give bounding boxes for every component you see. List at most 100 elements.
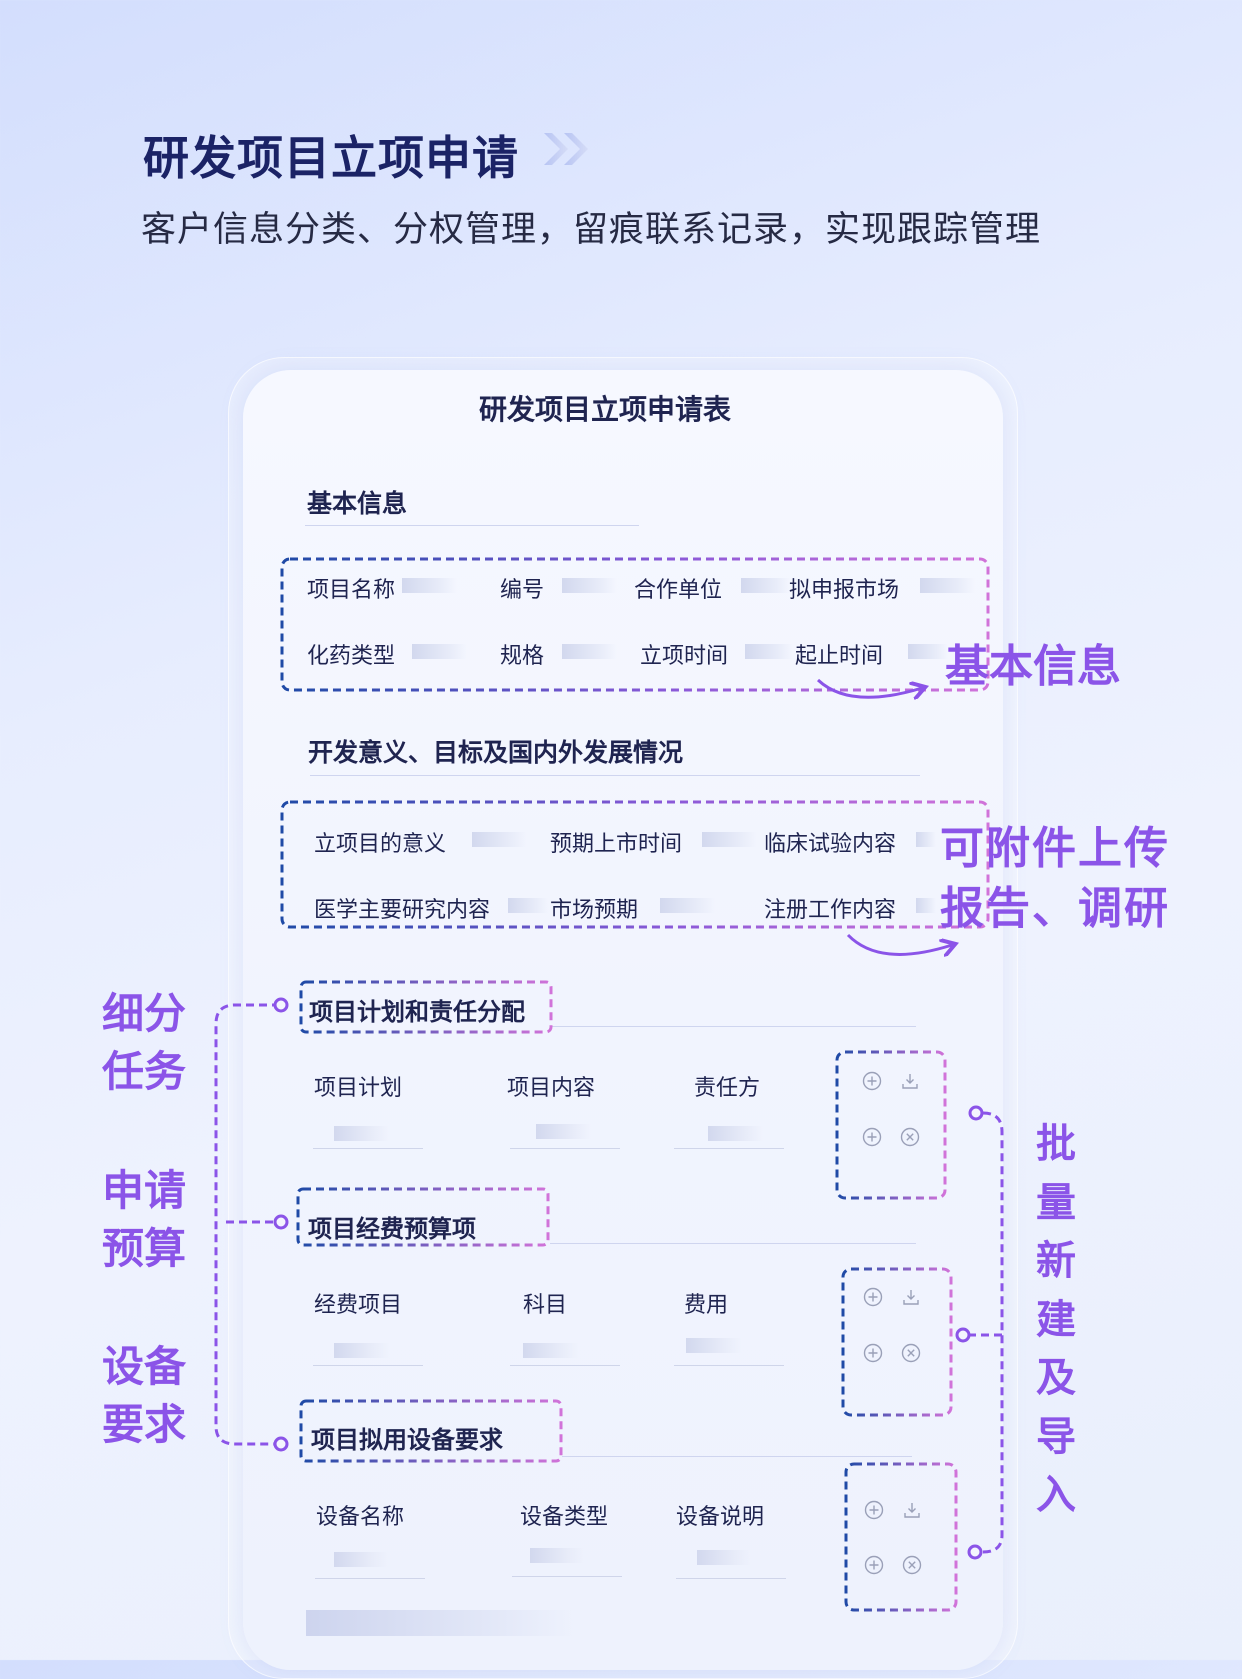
field-value-placeholder[interactable] (741, 578, 791, 593)
close-circle-icon[interactable] (900, 1127, 920, 1147)
field-label: 临床试验内容 (764, 832, 897, 857)
download-icon[interactable] (901, 1287, 921, 1307)
download-icon[interactable] (902, 1500, 922, 1520)
basic-info-dashed-box (280, 557, 990, 692)
cell-underline (313, 1148, 423, 1149)
field-label: 拟申报市场 (789, 578, 900, 603)
plan-heading-dashed-box (299, 980, 553, 1034)
field-value-placeholder[interactable] (920, 578, 975, 593)
cell-underline (676, 1578, 786, 1579)
attach-arrow (846, 933, 952, 954)
close-circle-icon[interactable] (901, 1343, 921, 1363)
column-header: 设备类型 (520, 1505, 609, 1530)
field-value-placeholder[interactable] (702, 832, 757, 847)
plus-circle-icon[interactable] (862, 1127, 882, 1147)
section-budget-heading: 项目经费预算项 (308, 1215, 476, 1243)
section-equipment-heading: 项目拟用设备要求 (311, 1426, 503, 1454)
section-dev-rule (310, 775, 920, 776)
field-label: 预期上市时间 (550, 832, 683, 857)
basic-info-arrow (816, 678, 922, 697)
section-plan-heading: 项目计划和责任分配 (309, 998, 525, 1026)
cell-value-placeholder[interactable] (334, 1126, 389, 1141)
left-bracket-connector (214, 1003, 280, 1446)
field-label: 立项时间 (640, 644, 729, 669)
cell-underline (313, 1365, 423, 1366)
field-value-placeholder[interactable] (508, 898, 548, 913)
section-basic-heading: 基本信息 (307, 489, 408, 518)
cell-value-placeholder[interactable] (334, 1343, 389, 1358)
equipment-actions-dashed-box (844, 1462, 958, 1612)
dev-dashed-box (280, 800, 990, 929)
plus-circle-icon[interactable] (864, 1500, 884, 1520)
form-title: 研发项目立项申请表 (478, 393, 731, 426)
plus-circle-icon[interactable] (862, 1071, 882, 1091)
download-icon[interactable] (900, 1071, 920, 1091)
plus-circle-icon[interactable] (863, 1287, 883, 1307)
plus-circle-icon[interactable] (863, 1343, 883, 1363)
plus-circle-icon[interactable] (864, 1555, 884, 1575)
annotation-equipment: 设备要求 (102, 1342, 187, 1449)
hero-title: 研发项目立项申请 (143, 131, 519, 185)
section-equipment-rule (562, 1456, 912, 1457)
cell-value-placeholder[interactable] (523, 1343, 578, 1358)
cell-value-placeholder[interactable] (530, 1548, 585, 1563)
bottom-placeholder-bar (306, 1610, 576, 1636)
field-value-placeholder[interactable] (562, 644, 617, 659)
field-value-placeholder[interactable] (916, 832, 936, 847)
equipment-heading-dashed-box (299, 1399, 563, 1463)
form-card (243, 370, 1003, 1670)
annotation-task: 细分任务 (102, 989, 187, 1096)
cell-underline (674, 1365, 784, 1366)
field-label: 医学主要研究内容 (314, 898, 491, 923)
field-value-placeholder[interactable] (908, 644, 948, 659)
annotation-batch: 批 量 新 建 及 导 入 (1036, 1121, 1076, 1518)
field-label: 化药类型 (307, 644, 396, 669)
budget-heading-dashed-box (296, 1187, 550, 1247)
cell-value-placeholder[interactable] (536, 1124, 591, 1139)
right-bracket-connector (982, 1111, 1004, 1554)
cell-underline (315, 1578, 425, 1579)
field-value-placeholder[interactable] (660, 898, 715, 913)
field-value-placeholder[interactable] (412, 644, 467, 659)
field-value-placeholder[interactable] (916, 898, 936, 913)
plan-actions-dashed-box (835, 1050, 947, 1200)
budget-actions-dashed-box (841, 1267, 953, 1417)
annotation-attach-line2: 报告、调研 (940, 883, 1170, 934)
field-label: 合作单位 (634, 578, 723, 603)
column-header: 经费项目 (314, 1293, 403, 1318)
cell-underline (674, 1148, 784, 1149)
section-dev-heading: 开发意义、目标及国内外发展情况 (308, 738, 684, 767)
column-header: 费用 (684, 1293, 729, 1318)
field-label: 项目名称 (307, 578, 396, 603)
cell-value-placeholder[interactable] (334, 1552, 389, 1567)
section-budget-rule (550, 1243, 916, 1244)
cell-underline (510, 1148, 620, 1149)
field-label: 注册工作内容 (764, 898, 897, 923)
section-plan-rule (552, 1026, 916, 1027)
field-value-placeholder[interactable] (472, 832, 527, 847)
cell-value-placeholder[interactable] (686, 1338, 741, 1353)
field-value-placeholder[interactable] (562, 578, 617, 593)
annotation-basic-info: 基本信息 (945, 641, 1121, 692)
annotation-attach-line1: 可附件上传 (940, 823, 1170, 874)
hero-subtitle: 客户信息分类、分权管理，留痕联系记录，实现跟踪管理 (141, 210, 1042, 250)
field-value-placeholder[interactable] (402, 578, 457, 593)
column-header: 项目计划 (314, 1076, 403, 1101)
field-label: 市场预期 (550, 898, 639, 923)
cell-value-placeholder[interactable] (697, 1550, 752, 1565)
cell-value-placeholder[interactable] (708, 1126, 763, 1141)
close-circle-icon[interactable] (902, 1555, 922, 1575)
field-value-placeholder[interactable] (745, 644, 793, 659)
column-header: 项目内容 (507, 1076, 596, 1101)
annotation-budget: 申请预算 (102, 1166, 187, 1273)
field-label: 编号 (500, 578, 545, 603)
field-label: 立项目的意义 (314, 832, 447, 857)
cell-underline (510, 1365, 620, 1366)
field-label: 起止时间 (795, 644, 884, 669)
cell-underline (512, 1576, 622, 1577)
column-header: 科目 (523, 1293, 568, 1318)
column-header: 设备说明 (676, 1505, 765, 1530)
column-header: 设备名称 (316, 1505, 405, 1530)
field-label: 规格 (500, 644, 545, 669)
